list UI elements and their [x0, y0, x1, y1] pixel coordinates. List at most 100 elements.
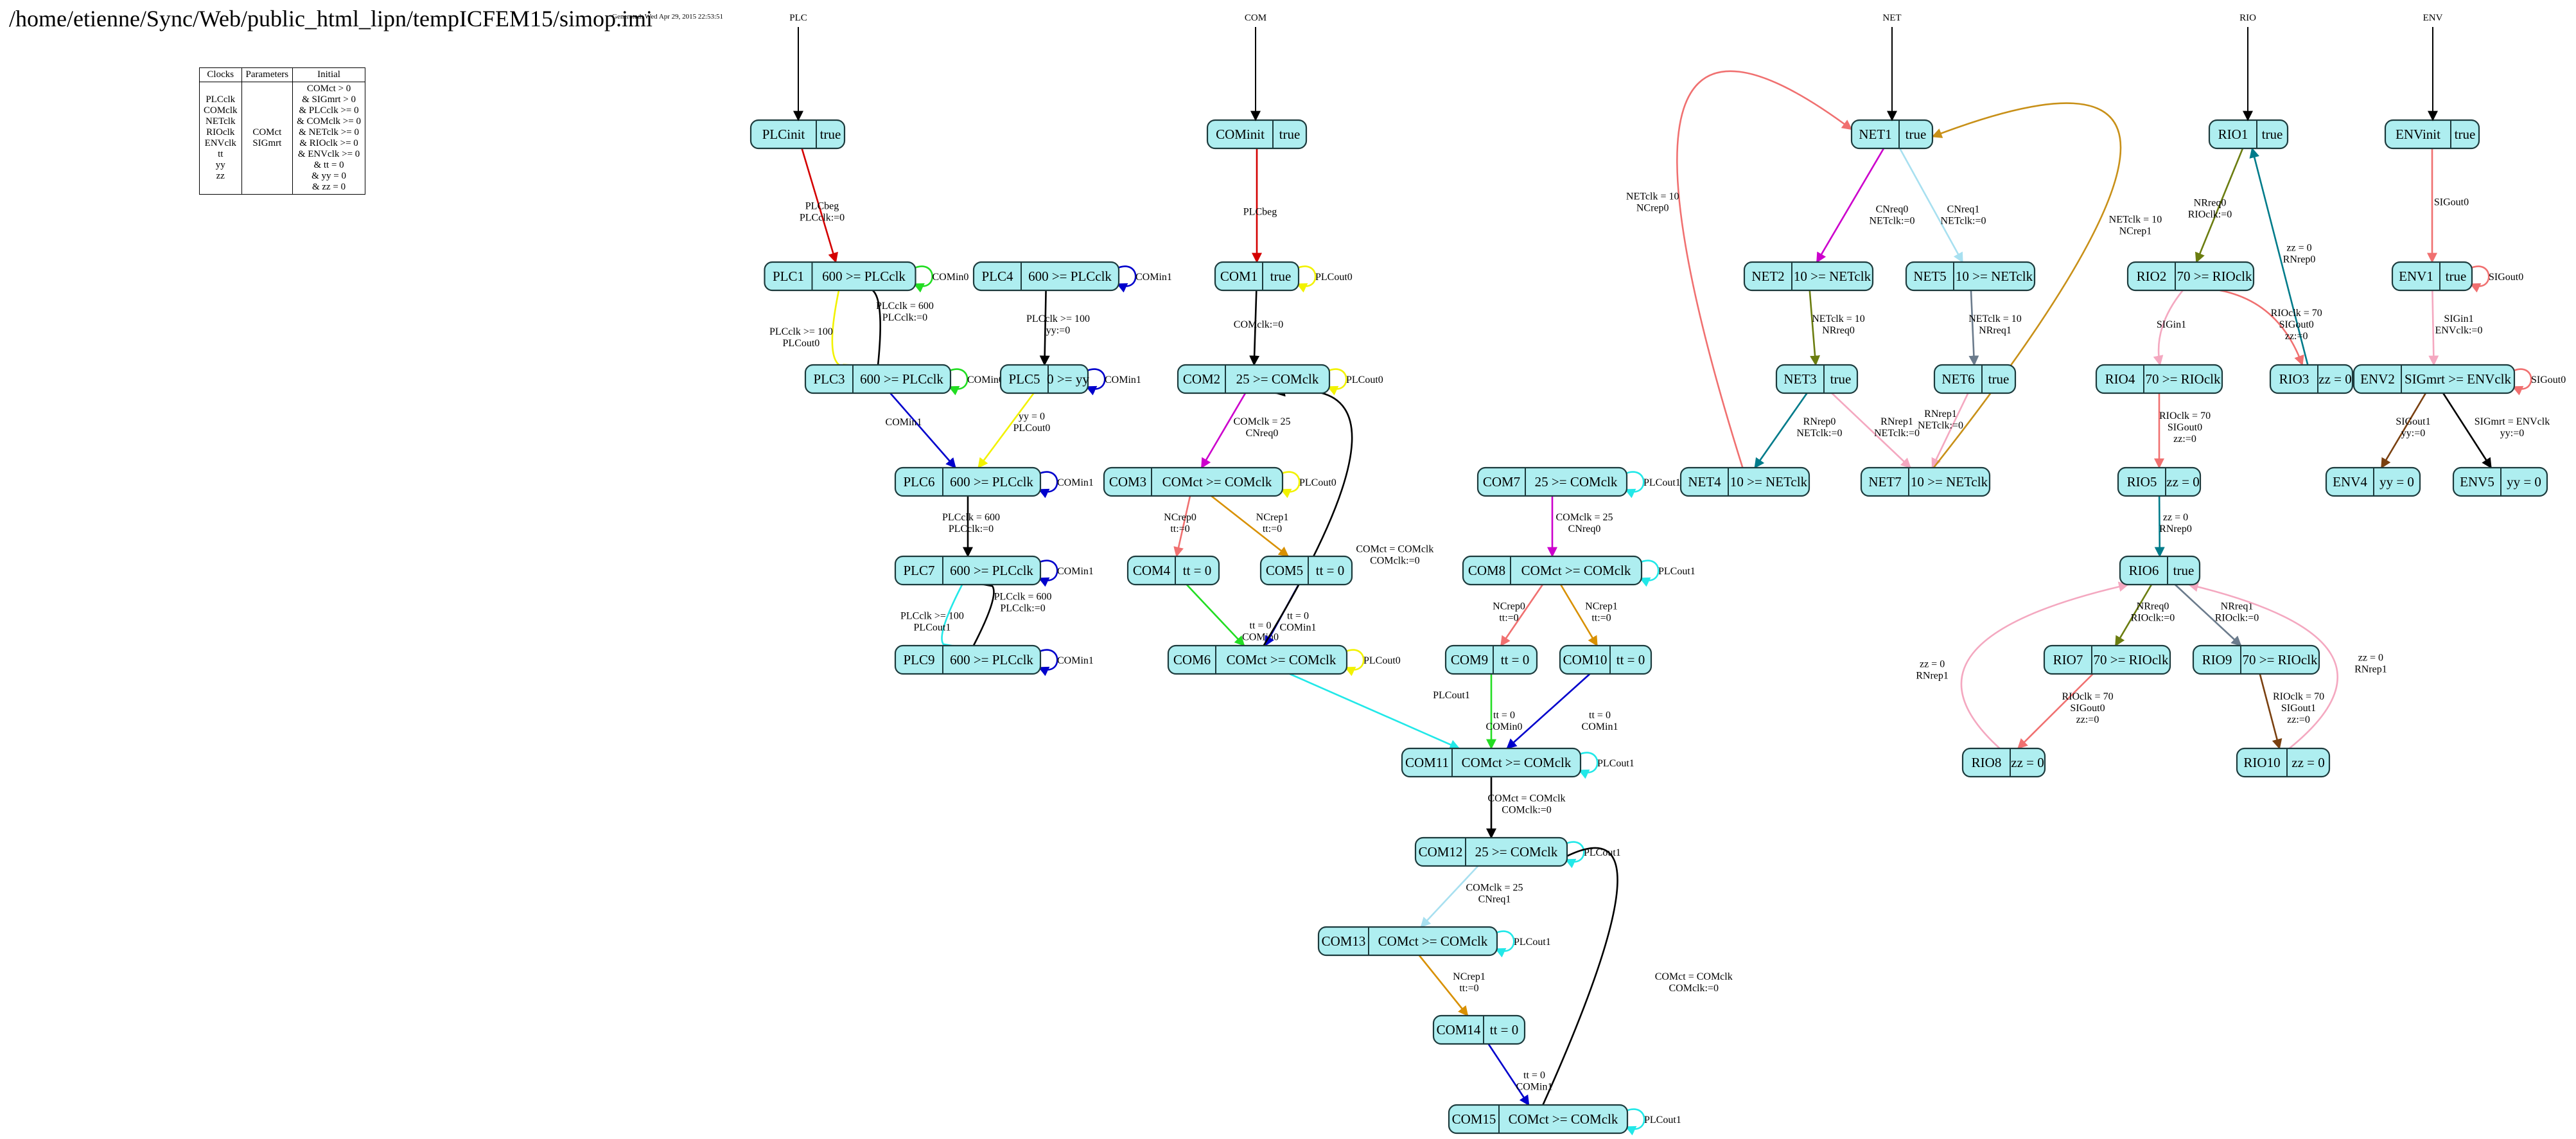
- location-name: COM3: [1109, 474, 1146, 490]
- location-name: RIO9: [2202, 652, 2232, 667]
- automaton-title-env: ENV: [2423, 13, 2443, 23]
- location-invariant: COMct >= COMclk: [1378, 933, 1488, 949]
- edge-plcinit-to-plc1: [801, 148, 838, 263]
- clocks-list: PLCclk COMclk NETclk RIOclk ENVclk tt yy…: [199, 82, 242, 195]
- edge-plc6-to-plc6-self-loop: [1037, 471, 1058, 499]
- edge-com15-to-com15-self-loop: [1624, 1108, 1645, 1136]
- location-name: RIO1: [2218, 127, 2248, 142]
- edge-plc9-to-plc9-self-loop: [1037, 649, 1058, 676]
- location-name: COM6: [1173, 652, 1211, 667]
- edge-com6-to-com11: [1289, 673, 1460, 750]
- location-invariant: 70 >= RIOclk: [2093, 652, 2169, 667]
- location-invariant: SIGmrt >= ENVclk: [2405, 371, 2512, 387]
- location-name: NET1: [1859, 127, 1891, 142]
- edge-com3-to-com3-self-loop: [1279, 471, 1301, 499]
- edge-com8-to-com10: [1560, 584, 1598, 647]
- edge-com4-to-com6: [1186, 584, 1245, 647]
- location-invariant: 70 >= RIOclk: [2242, 652, 2318, 667]
- edge-com12-to-com13: [1420, 865, 1479, 928]
- location-name: COM7: [1483, 474, 1520, 490]
- edge-plc5-to-plc6: [977, 393, 1035, 469]
- location-name: COM15: [1452, 1111, 1496, 1127]
- location-com14: COM14 tt = 0: [1432, 1014, 1526, 1045]
- location-invariant: tt = 0: [1501, 652, 1530, 667]
- edge-rio2-to-rio4: [2153, 290, 2184, 366]
- edge-com13-to-com14: [1418, 955, 1469, 1017]
- edge-net1-to-net5: [1899, 148, 1963, 263]
- edge-plc7-to-plc7-self-loop: [1037, 560, 1058, 587]
- edge-env2-to-env5: [2442, 393, 2492, 469]
- edge-plc1-to-plc3: [831, 290, 855, 374]
- location-name: COM14: [1437, 1022, 1481, 1037]
- edge-rio2-to-rio4-label: SIGin1: [2157, 319, 2186, 330]
- edge-com11-to-com11-self-loop: [1577, 752, 1599, 779]
- location-invariant: tt = 0: [1490, 1022, 1519, 1037]
- edge-rio6-to-rio7: [2114, 584, 2153, 647]
- automaton-title-rio: RIO: [2239, 13, 2256, 23]
- edge-com15-to-com12: [1542, 847, 1618, 1106]
- edge-com7-to-com7-self-loop: [1624, 471, 1645, 499]
- edge-env2-to-env2-self-loop: [2511, 368, 2532, 396]
- edge-com14-to-com15: [1487, 1043, 1530, 1106]
- location-invariant: 10 >= NETclk: [1730, 474, 1808, 490]
- location-invariant: COMct >= COMclk: [1227, 652, 1336, 667]
- automaton-title-com: COM: [1245, 13, 1266, 23]
- edge-plc4-to-plc4-label: COMin1: [1135, 272, 1172, 283]
- location-name: PLC9: [903, 652, 934, 667]
- edge-com8-to-com9: [1500, 584, 1544, 647]
- edge-com11-to-com11-label: PLCout1: [1597, 758, 1634, 769]
- location-name: COMinit: [1216, 127, 1265, 142]
- edge-com1-to-com2-label: COMclk:=0: [1234, 319, 1283, 330]
- edge-com1-to-com1-self-loop: [1295, 265, 1317, 293]
- edge-com1-to-com1-label: PLCout0: [1315, 272, 1353, 283]
- location-invariant: true: [1830, 371, 1852, 387]
- location-name: PLC4: [981, 269, 1013, 284]
- location-invariant: true: [1988, 371, 2010, 387]
- location-invariant: true: [2262, 127, 2283, 142]
- location-name: COM4: [1133, 563, 1171, 578]
- edge-com13-to-com13-self-loop: [1494, 930, 1515, 958]
- location-invariant: zz = 0: [2011, 755, 2044, 770]
- location-invariant: 10 >= NETclk: [1911, 474, 1988, 490]
- location-name: PLC7: [903, 563, 934, 578]
- edge-rio7-to-rio8: [2017, 673, 2094, 750]
- location-name: PLC6: [903, 474, 934, 490]
- location-invariant: true: [2446, 269, 2467, 284]
- location-name: NET4: [1688, 474, 1721, 490]
- edge-rio6-to-rio9: [2174, 584, 2242, 647]
